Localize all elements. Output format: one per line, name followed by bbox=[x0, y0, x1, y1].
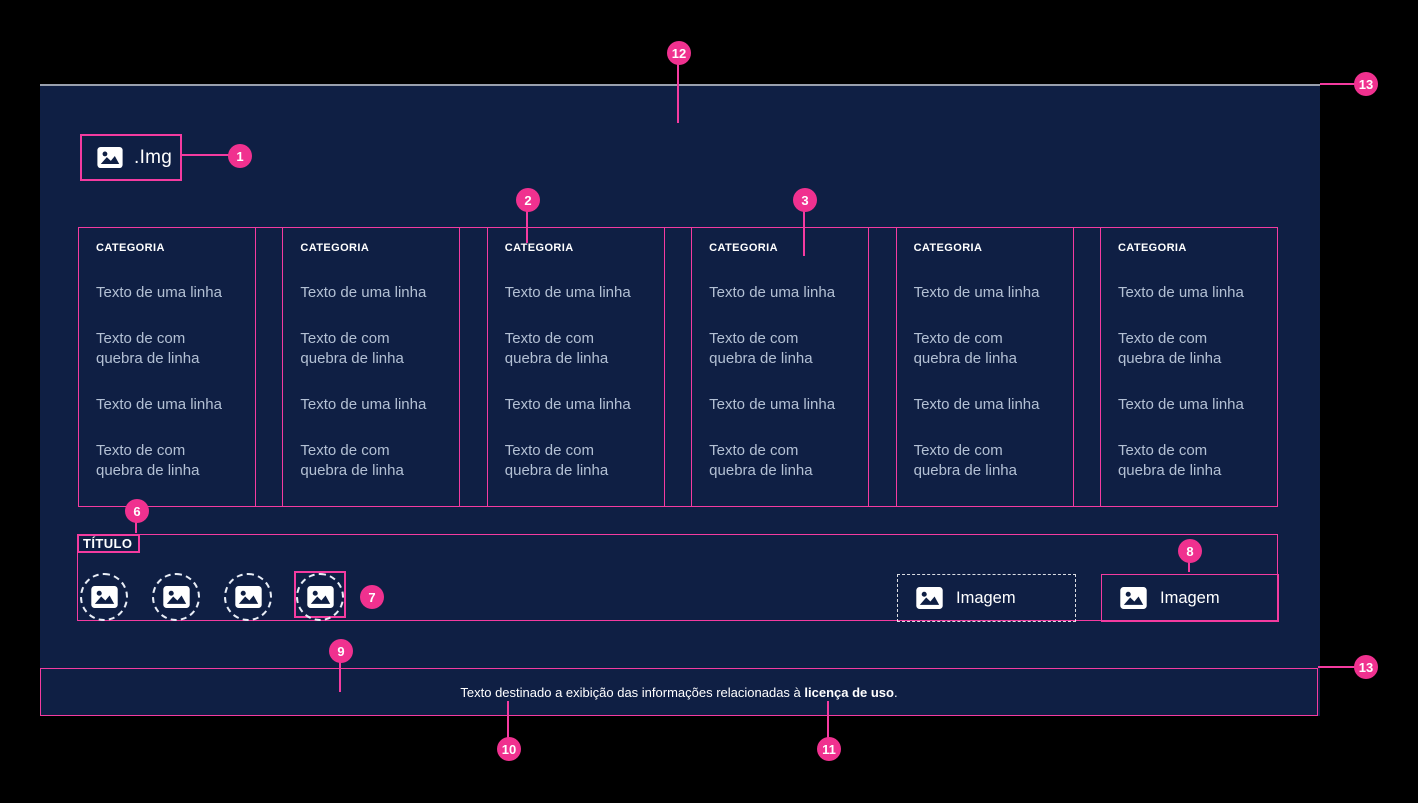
annotation-marker-10: 10 bbox=[497, 737, 521, 761]
category-heading: CATEGORIA bbox=[300, 242, 370, 254]
nav-link[interactable]: Texto de uma linha bbox=[913, 396, 1040, 413]
license-bar: Texto destinado a exibição das informaçõ… bbox=[40, 668, 1318, 716]
nav-link[interactable]: Texto de com quebra de linha bbox=[1117, 442, 1222, 479]
annotation-line-13-top bbox=[1320, 83, 1356, 85]
image-placeholder-label: Imagem bbox=[956, 588, 1016, 607]
nav-link[interactable]: Texto de com quebra de linha bbox=[1117, 330, 1222, 367]
nav-link[interactable]: Texto de com quebra de linha bbox=[709, 330, 813, 367]
annotation-line-12 bbox=[677, 63, 679, 123]
footer-nav-column-4: CATEGORIA Texto de uma linha Texto de co… bbox=[691, 228, 870, 506]
annotation-marker-9: 9 bbox=[329, 639, 353, 663]
category-heading: CATEGORIA bbox=[709, 242, 778, 254]
category-heading: CATEGORIA bbox=[96, 242, 165, 254]
footer-nav-column-2: CATEGORIA Texto de uma linha Texto de co… bbox=[282, 228, 461, 506]
nav-link[interactable]: Texto de com quebra de linha bbox=[96, 442, 200, 479]
annotation-line-11 bbox=[827, 701, 829, 738]
annotation-marker-8: 8 bbox=[1178, 539, 1202, 563]
annotation-line-3 bbox=[803, 210, 805, 256]
nav-link[interactable]: Texto de uma linha bbox=[913, 284, 1040, 301]
nav-link[interactable]: Texto de com quebra de linha bbox=[913, 330, 1017, 367]
nav-link[interactable]: Texto de uma linha bbox=[300, 396, 427, 413]
annotation-line-2 bbox=[526, 210, 528, 243]
annotation-marker-13-top: 13 bbox=[1354, 72, 1378, 96]
footer-nav-column-1: CATEGORIA Texto de uma linha Texto de co… bbox=[78, 228, 256, 506]
footer-nav-column-5: CATEGORIA Texto de uma linha Texto de co… bbox=[895, 228, 1074, 506]
image-icon bbox=[162, 586, 190, 608]
category-heading: CATEGORIA bbox=[913, 242, 983, 254]
annotation-line-8 bbox=[1188, 561, 1190, 572]
social-image-button-4[interactable] bbox=[296, 573, 344, 621]
annotation-marker-7: 7 bbox=[360, 585, 384, 609]
image-icon bbox=[97, 147, 123, 168]
logo-box[interactable]: .Img bbox=[80, 134, 182, 181]
image-placeholder-label: Imagem bbox=[1160, 588, 1220, 607]
footer-nav-column-3: CATEGORIA Texto de uma linha Texto de co… bbox=[486, 228, 665, 506]
footer-nav-column-6: CATEGORIA Texto de uma linha Texto de co… bbox=[1099, 228, 1278, 506]
nav-link[interactable]: Texto de com quebra de linha bbox=[913, 442, 1017, 479]
license-text: Texto destinado a exibição das informaçõ… bbox=[460, 684, 898, 700]
nav-link[interactable]: Texto de com quebra de linha bbox=[709, 442, 813, 479]
section-title: TÍTULO bbox=[77, 534, 140, 553]
nav-link[interactable]: Texto de uma linha bbox=[504, 396, 631, 413]
annotation-marker-3: 3 bbox=[793, 188, 817, 212]
category-heading: CATEGORIA bbox=[1117, 242, 1187, 254]
nav-link[interactable]: Texto de com quebra de linha bbox=[300, 442, 404, 479]
license-bold-text: licença de uso bbox=[804, 684, 894, 700]
nav-link[interactable]: Texto de com quebra de linha bbox=[96, 330, 200, 367]
annotation-marker-2: 2 bbox=[516, 188, 540, 212]
nav-link[interactable]: Texto de uma linha bbox=[96, 284, 222, 301]
nav-link[interactable]: Texto de com quebra de linha bbox=[504, 330, 609, 367]
nav-link[interactable]: Texto de uma linha bbox=[1117, 284, 1244, 301]
media-section: TÍTULO bbox=[77, 534, 1279, 622]
annotation-line-9 bbox=[339, 661, 341, 692]
nav-link[interactable]: Texto de uma linha bbox=[709, 396, 836, 413]
annotation-marker-13-bottom: 13 bbox=[1354, 655, 1378, 679]
nav-link[interactable]: Texto de uma linha bbox=[1117, 396, 1244, 413]
annotation-marker-1: 1 bbox=[228, 144, 252, 168]
social-image-button-3[interactable] bbox=[224, 573, 272, 621]
nav-link[interactable]: Texto de uma linha bbox=[709, 284, 836, 301]
category-heading: CATEGORIA bbox=[504, 242, 574, 254]
image-icon bbox=[1120, 587, 1147, 609]
image-placeholder-solid[interactable]: Imagem bbox=[1101, 574, 1279, 622]
nav-link[interactable]: Texto de com quebra de linha bbox=[300, 330, 404, 367]
image-icon bbox=[234, 586, 262, 608]
image-icon bbox=[306, 586, 334, 608]
annotation-line-13-bottom bbox=[1318, 666, 1355, 668]
nav-link[interactable]: Texto de com quebra de linha bbox=[504, 442, 609, 479]
image-placeholder-dashed[interactable]: Imagem bbox=[897, 574, 1076, 622]
annotation-marker-6: 6 bbox=[125, 499, 149, 523]
nav-link[interactable]: Texto de uma linha bbox=[300, 284, 427, 301]
footer-nav-columns: CATEGORIA Texto de uma linha Texto de co… bbox=[78, 227, 1278, 507]
footer-panel: .Img CATEGORIA Texto de uma linha Texto … bbox=[40, 84, 1320, 716]
annotation-line-6 bbox=[135, 521, 137, 533]
annotation-line-10 bbox=[507, 701, 509, 738]
annotation-marker-12: 12 bbox=[667, 41, 691, 65]
annotation-marker-11: 11 bbox=[817, 737, 841, 761]
image-icon bbox=[916, 587, 943, 609]
annotation-line-1 bbox=[182, 154, 229, 156]
social-image-button-1[interactable] bbox=[80, 573, 128, 621]
image-icon bbox=[90, 586, 118, 608]
nav-link[interactable]: Texto de uma linha bbox=[504, 284, 631, 301]
nav-link[interactable]: Texto de uma linha bbox=[96, 396, 222, 413]
social-image-button-2[interactable] bbox=[152, 573, 200, 621]
logo-label: .Img bbox=[134, 146, 173, 168]
